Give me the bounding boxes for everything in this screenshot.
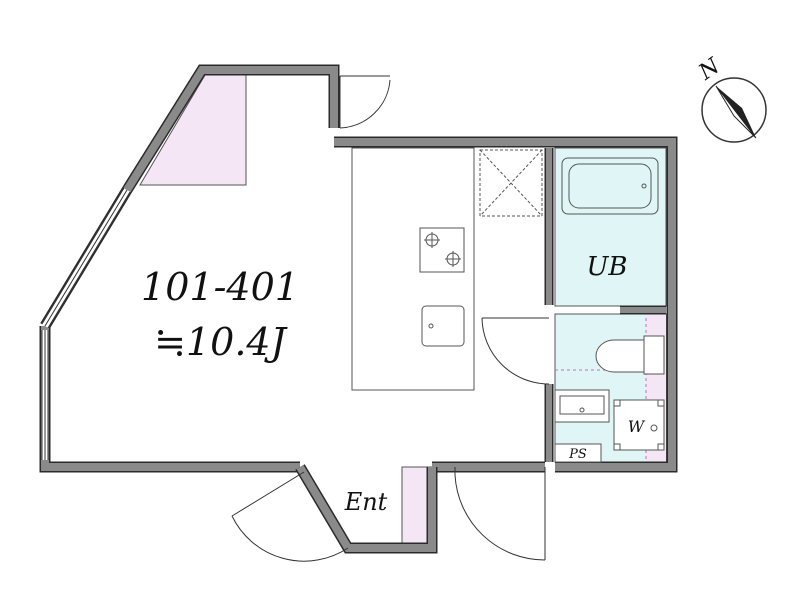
label-entrance: Ent: [344, 488, 388, 516]
fridge-space: [479, 149, 543, 217]
unit-number: 101-401: [141, 265, 299, 309]
door-top: [339, 75, 391, 129]
kitchen-counter: [351, 147, 475, 391]
label-washer: W: [628, 417, 646, 436]
door-entrance: [231, 471, 349, 562]
bathroom-area: [554, 147, 667, 307]
door-entrance-right: [454, 467, 546, 561]
wash-basin: [554, 389, 610, 423]
washer-space: [613, 399, 665, 451]
walls: [39, 64, 678, 554]
label-bathroom: UB: [586, 252, 627, 282]
kitchen-sink: [421, 305, 465, 347]
bathtub: [561, 157, 659, 215]
pipe-space-box: [554, 443, 602, 463]
unit-area: ≒10.4J: [154, 320, 287, 364]
toilet: [595, 335, 665, 375]
window-angled: [41, 187, 131, 329]
stove: [419, 227, 465, 273]
door-washroom: [481, 317, 550, 385]
label-pipe-space: PS: [568, 447, 587, 462]
window-left: [41, 330, 49, 460]
compass: [701, 77, 767, 143]
